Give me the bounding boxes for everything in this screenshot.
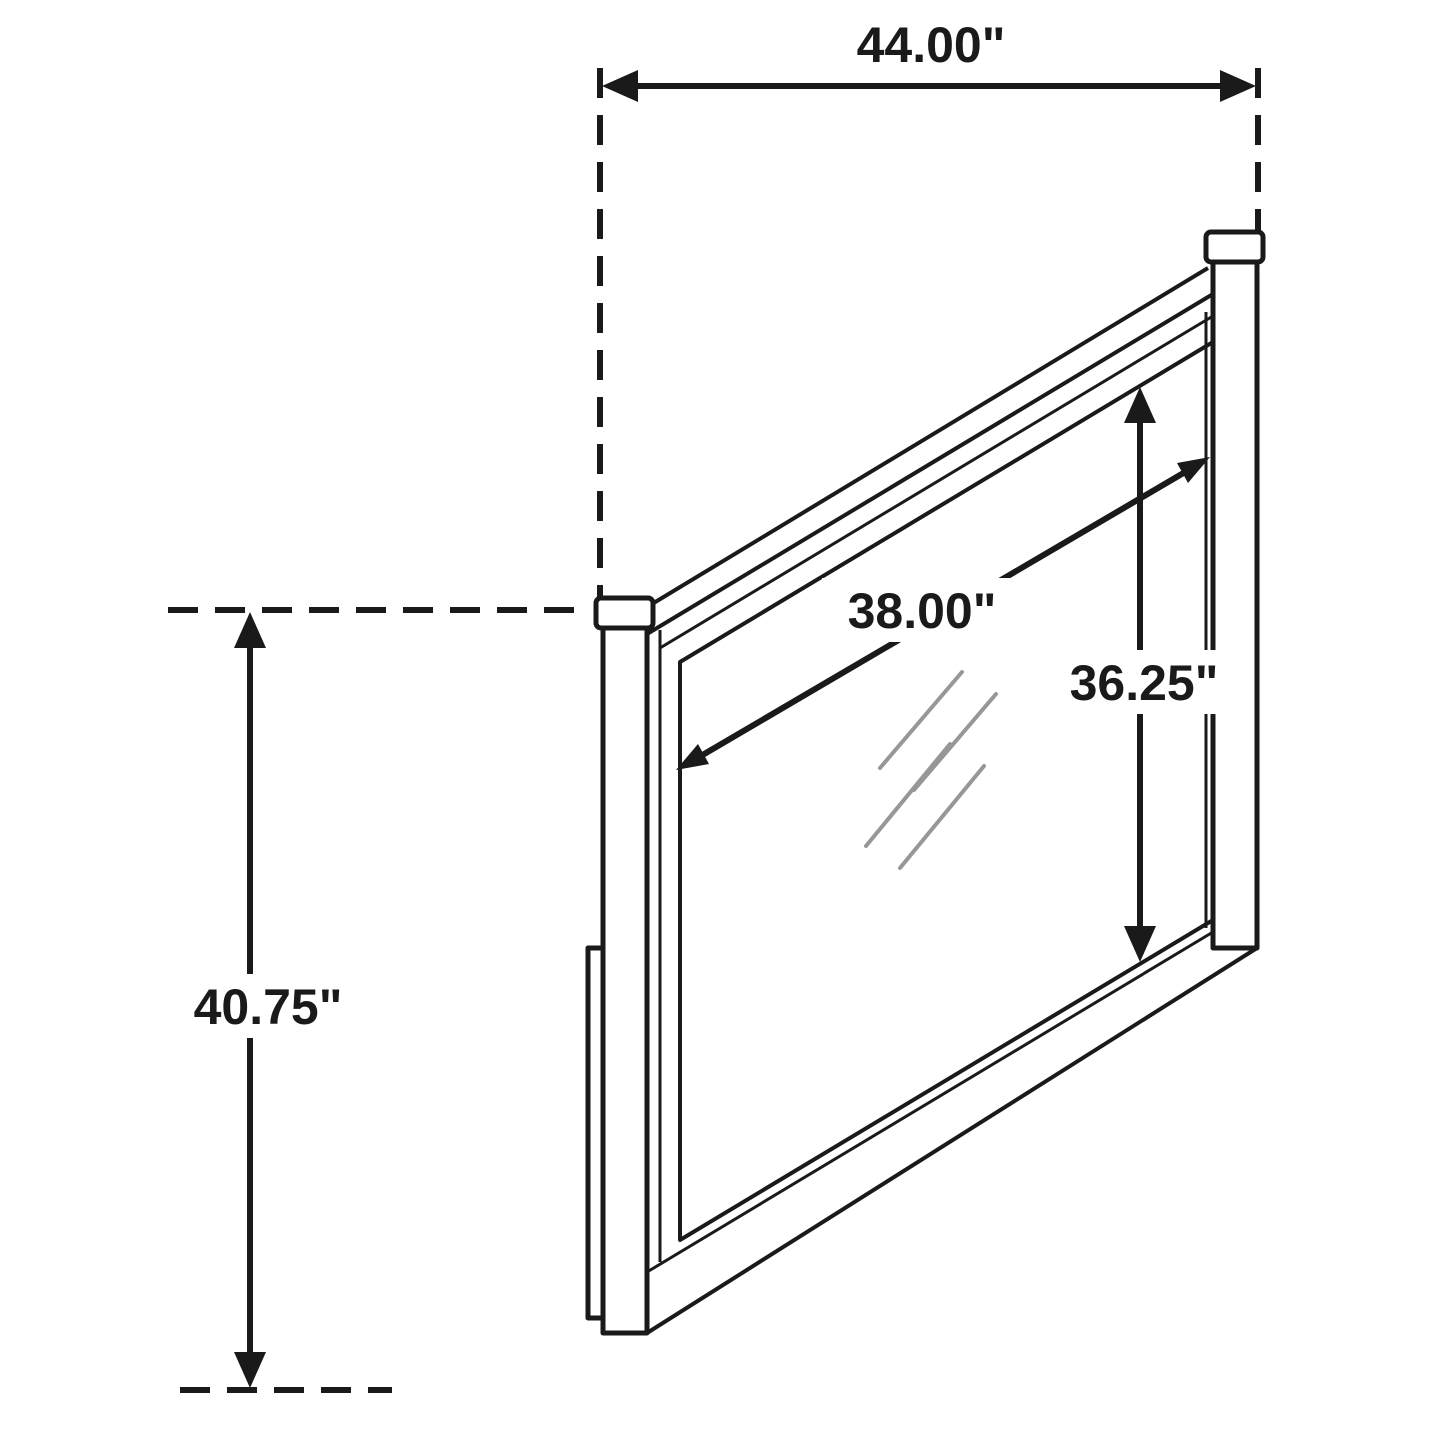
mirror-width-label: 38.00" xyxy=(848,583,997,639)
shine-line xyxy=(898,764,986,870)
dimension-overall-height: 40.75" xyxy=(168,612,368,1388)
mirror-width-label-bg xyxy=(822,578,1022,642)
arrowhead-upper-right xyxy=(1177,457,1210,483)
arrowhead-lower-left xyxy=(676,744,709,770)
top-rail-inner-edge xyxy=(659,314,1214,650)
mirror-bottom-rail xyxy=(645,930,1259,1335)
top-rail-outer-edge xyxy=(650,266,1210,606)
dimension-mirror-width: 38.00" xyxy=(676,457,1210,770)
mirror-drawing xyxy=(585,229,1266,1336)
arrowhead-left xyxy=(602,70,638,102)
glass-shine-marks xyxy=(864,670,998,870)
mirror-top-rail xyxy=(645,266,1215,650)
shine-line xyxy=(864,742,952,848)
overall-height-label: 40.75" xyxy=(194,979,343,1035)
dimension-overall-width: 44.00" xyxy=(602,17,1256,102)
overall-width-label: 44.00" xyxy=(857,17,1006,73)
bottom-rail-outer-edge xyxy=(645,946,1259,1335)
bottom-rail-step-edge xyxy=(646,930,1214,1274)
overall-height-label-bg xyxy=(168,974,368,1038)
arrowhead-up xyxy=(1124,387,1156,423)
shine-line xyxy=(878,670,964,770)
arrowhead-down xyxy=(1124,926,1156,962)
mirror-left-cap xyxy=(593,595,656,631)
extension-lines xyxy=(168,68,1261,1393)
mirror-height-label-bg xyxy=(1044,650,1244,714)
mirror-right-stile xyxy=(1210,255,1260,951)
arrowhead-down xyxy=(234,1352,266,1388)
arrowhead-up xyxy=(234,612,266,648)
mirror-height-label: 36.25" xyxy=(1070,655,1219,711)
dimension-mirror-height: 36.25" xyxy=(1044,387,1244,962)
mirror-left-stile xyxy=(600,625,650,1336)
top-rail-step-edge xyxy=(645,292,1215,636)
arrowhead-right xyxy=(1220,70,1256,102)
mirror-right-cap xyxy=(1203,229,1266,265)
